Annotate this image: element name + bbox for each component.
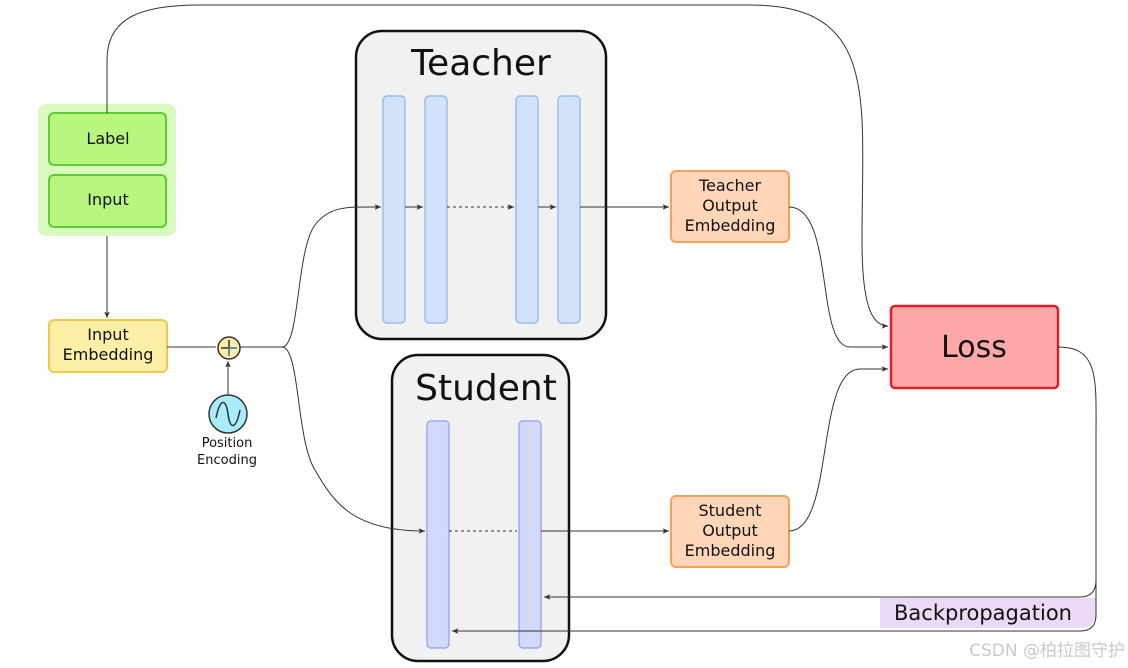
input-embedding-box (48, 319, 168, 373)
add-to-teacher-edge (240, 204, 382, 348)
input-text: Input (87, 190, 128, 209)
input-embedding-line1: Input (87, 325, 128, 344)
teacher-layer-1 (382, 95, 406, 324)
teacher-layer-4 (557, 95, 581, 324)
teacher-layer-3 (515, 95, 539, 324)
backprop-text: Backpropagation (894, 601, 1072, 625)
label-text: Label (86, 129, 129, 148)
student-output-line2: Output (702, 521, 758, 540)
teacher-layer-2 (424, 95, 448, 324)
label-to-loss-edge (106, 4, 889, 329)
connections (104, 4, 1097, 634)
add-to-student-edge (281, 346, 426, 534)
student-output-line1: Student (699, 501, 762, 520)
student-title: Student (415, 368, 557, 409)
position-encoding-line1: Position (202, 436, 253, 451)
watermark: CSDN @柏拉图守护 (969, 641, 1125, 661)
teacher-title: Teacher (410, 43, 551, 84)
backprop-to-student-layer1-edge (452, 580, 1097, 634)
teacher-panel (354, 29, 608, 341)
teacher-output-line2: Output (702, 196, 758, 215)
student-layer-1 (426, 420, 450, 649)
loss-backprop-edge (544, 346, 1097, 600)
teacher-output-to-loss-edge (788, 206, 888, 350)
student-layer-2 (518, 420, 542, 649)
student-output-line3: Embedding (685, 541, 776, 560)
position-encoding-line2: Encoding (197, 453, 257, 468)
input-embedding-line2: Embedding (63, 345, 154, 364)
teacher-output-line3: Embedding (685, 216, 776, 235)
teacher-output-line1: Teacher (698, 176, 761, 195)
backprop-band (880, 598, 1096, 628)
loss-text: Loss (941, 330, 1007, 365)
student-output-to-loss-edge (788, 366, 888, 532)
input-box (48, 174, 167, 228)
